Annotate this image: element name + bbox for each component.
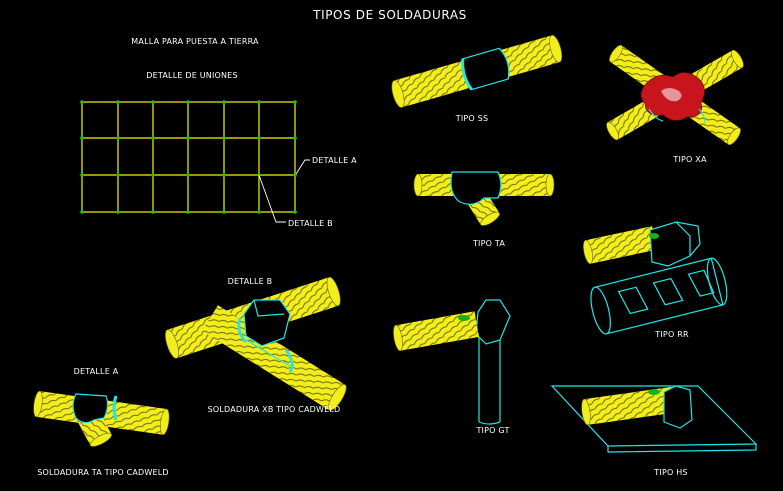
label-tipo-ss: TIPO SS — [455, 114, 488, 123]
drawing-title: TIPOS DE SOLDADURAS — [312, 8, 467, 22]
label-detalle-a: DETALLE A — [74, 367, 119, 376]
label-malla: MALLA PARA PUESTA A TIERRA — [131, 37, 259, 46]
label-tipo-ta: TIPO TA — [472, 239, 505, 248]
leader-detalle-a — [295, 159, 310, 175]
label-soldadura-ta: SOLDADURA TA TIPO CADWELD — [37, 468, 169, 477]
weld-soldadura-xb — [165, 276, 347, 411]
weld-tipo-gt — [393, 299, 511, 425]
label-tipo-xa: TIPO XA — [672, 155, 707, 164]
label-tipo-rr: TIPO RR — [654, 330, 689, 339]
weld-tipo-ss — [391, 34, 563, 108]
ground-grid — [80, 100, 297, 214]
callout-detalle-b: DETALLE B — [288, 219, 333, 228]
weld-soldadura-ta — [33, 390, 170, 447]
weld-tipo-xa — [606, 44, 744, 146]
label-detalle-b: DETALLE B — [228, 277, 273, 286]
leader-detalle-b — [258, 174, 286, 223]
callout-detalle-a: DETALLE A — [312, 156, 357, 165]
label-detalle-uniones: DETALLE DE UNIONES — [146, 71, 237, 80]
weld-tipo-rr — [583, 221, 728, 335]
weld-tipo-ta — [413, 171, 555, 226]
label-soldadura-xb: SOLDADURA XB TIPO CADWELD — [208, 405, 341, 414]
label-tipo-gt: TIPO GT — [475, 426, 509, 435]
label-tipo-hs: TIPO HS — [653, 468, 687, 477]
weld-tipo-hs — [550, 385, 758, 453]
grid-nodes — [80, 100, 297, 214]
